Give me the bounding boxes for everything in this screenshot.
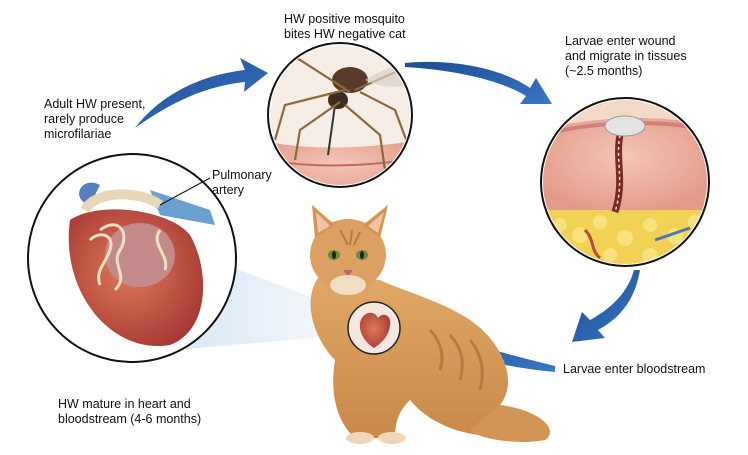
- label-adult-hw: Adult HW present, rarely produce microfi…: [44, 97, 145, 142]
- cycle-arrow-2: [405, 61, 552, 104]
- label-line: HW positive mosquito: [284, 12, 405, 26]
- label-line: rarely produce: [44, 112, 124, 126]
- heart-inset-circle: [27, 153, 237, 363]
- cycle-arrow-1: [135, 58, 268, 128]
- label-line: HW mature in heart and: [58, 397, 191, 411]
- wound-inset-circle: [540, 97, 710, 267]
- label-line: Larvae enter bloodstream: [563, 362, 706, 376]
- label-line: artery: [212, 183, 244, 197]
- label-line: and migrate in tissues: [565, 49, 687, 63]
- pulmonary-leader-line: [159, 177, 211, 206]
- label-line: microfilariae: [44, 127, 112, 141]
- label-line: Adult HW present,: [44, 97, 146, 111]
- label-hw-mature: HW mature in heart and bloodstream (4-6 …: [58, 397, 201, 427]
- label-larvae-wound: Larvae enter wound and migrate in tissue…: [565, 34, 687, 79]
- label-line: (~2.5 months): [565, 64, 643, 78]
- label-mosquito-bite: HW positive mosquito bites HW negative c…: [284, 12, 406, 42]
- label-line: bloodstream (4-6 months): [58, 412, 202, 426]
- label-line: Larvae enter wound: [565, 34, 676, 48]
- label-line: bites HW negative cat: [284, 27, 406, 41]
- label-larvae-bloodstream: Larvae enter bloodstream: [563, 362, 705, 377]
- mosquito-inset-circle: [267, 42, 413, 188]
- cycle-arrow-3: [572, 270, 640, 342]
- cat-illustration: [310, 205, 550, 444]
- label-pulmonary-artery: Pulmonary artery: [212, 168, 272, 198]
- label-line: Pulmonary: [212, 168, 272, 182]
